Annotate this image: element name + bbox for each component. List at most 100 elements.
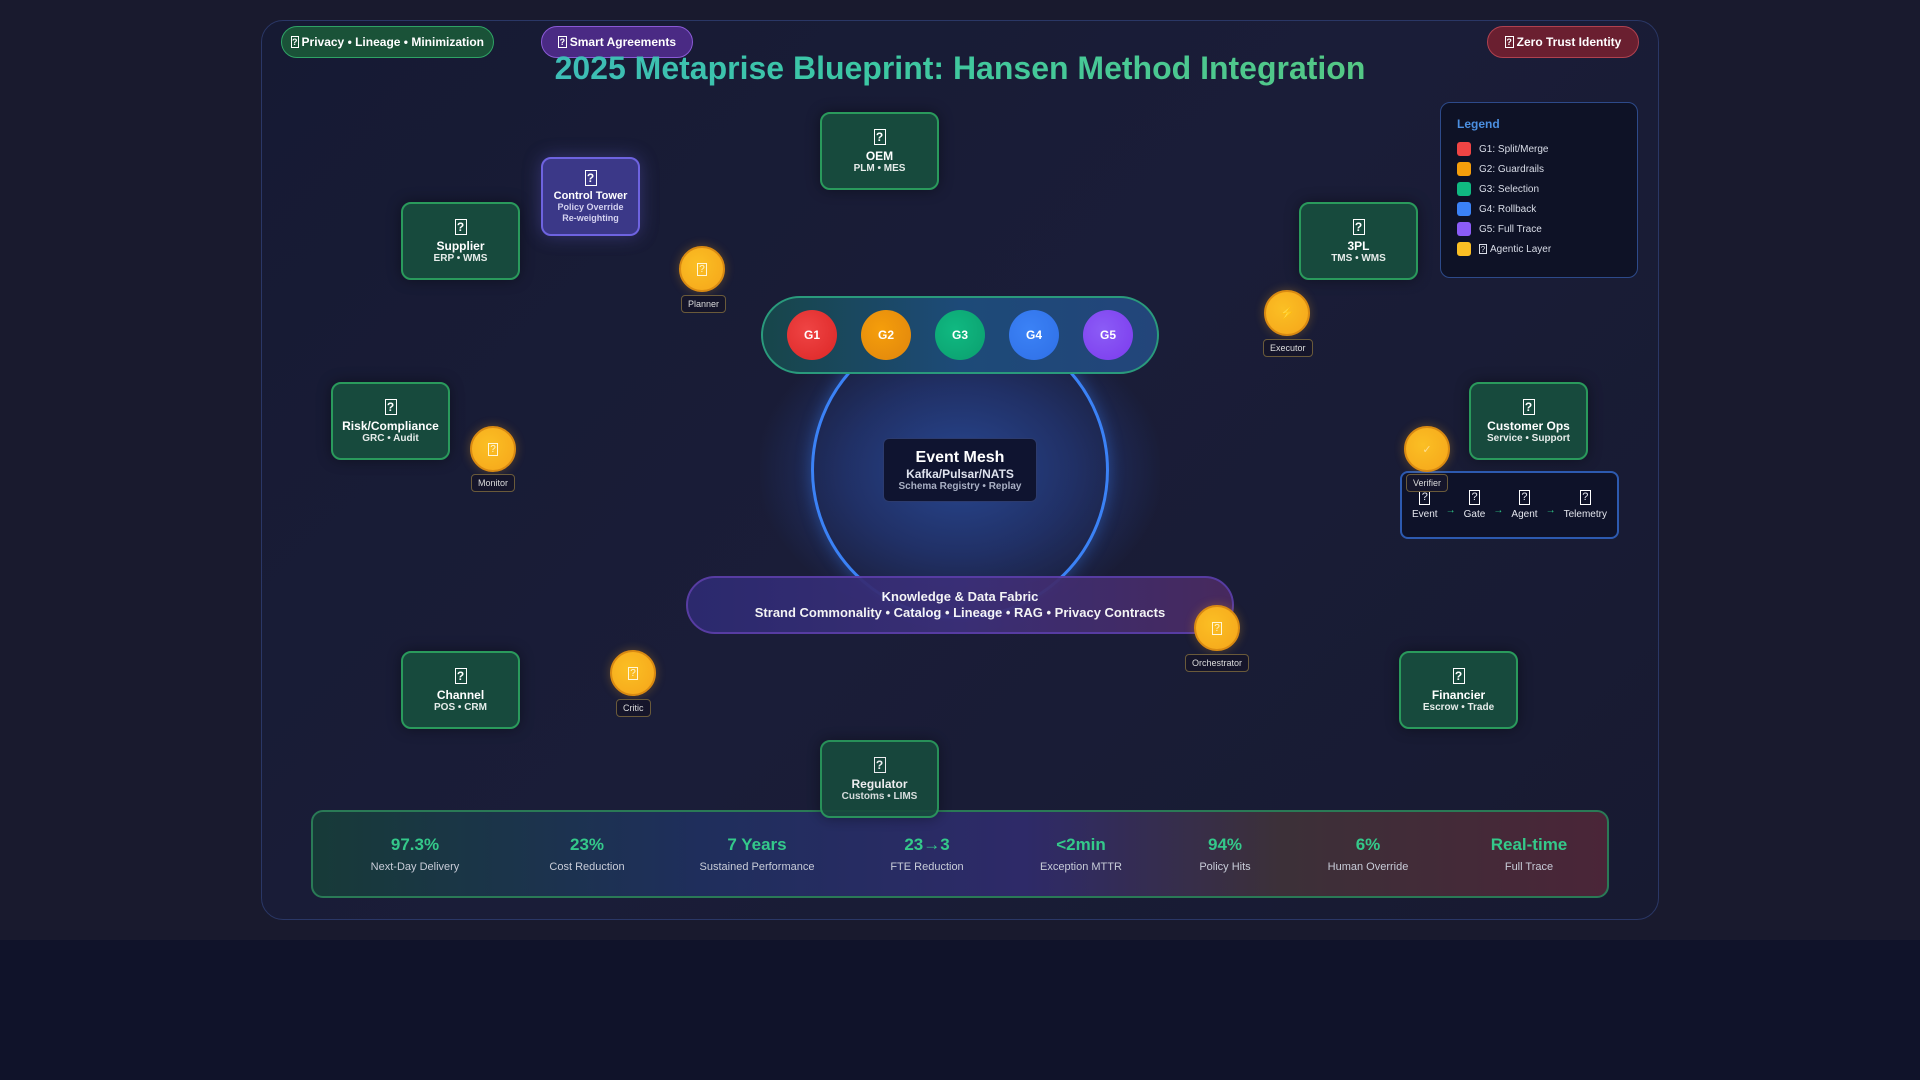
node-control-tower[interactable]: ? Control Tower Policy Override Re-weigh…: [541, 157, 640, 236]
node-title: Channel: [436, 687, 485, 702]
agent-planner[interactable]: ?: [679, 246, 725, 292]
agent-label-orchestrator: Orchestrator: [1185, 654, 1250, 672]
agent-orchestrator[interactable]: ?: [1194, 605, 1240, 651]
tower-icon: ?: [584, 169, 597, 186]
metric-value: 97.3%: [390, 835, 440, 854]
lightning-icon: ⚡: [1279, 306, 1295, 320]
flow-step-label: Gate: [1463, 509, 1486, 520]
robot-icon: ?: [1518, 490, 1530, 505]
metric-label: FTE Reduction: [890, 861, 964, 873]
metric-value: Real-time: [1490, 835, 1568, 854]
legend-item-agentic: ?Agentic Layer: [1457, 239, 1621, 259]
gate-label: G4: [1025, 328, 1042, 342]
smart-agreements-badge[interactable]: ? Smart Agreements: [541, 26, 693, 58]
legend: Legend G1: Split/Merge G2: Guardrails G3…: [1440, 102, 1638, 278]
legend-label: G3: Selection: [1479, 183, 1540, 195]
legend-label: G2: Guardrails: [1479, 163, 1545, 175]
metric-value: <2min: [1056, 835, 1106, 854]
privacy-badge[interactable]: ? Privacy • Lineage • Minimization: [281, 26, 494, 58]
node-title: Regulator: [851, 776, 908, 791]
chart-icon: ?: [1579, 490, 1591, 505]
arrow-right-icon: →: [1545, 504, 1556, 516]
shield-icon: ?: [291, 36, 299, 48]
agent-label-critic: Critic: [616, 699, 651, 717]
node-title: 3PL: [1347, 238, 1370, 253]
flow-step-telemetry: ?Telemetry: [1564, 490, 1607, 520]
legend-swatch: [1457, 242, 1471, 256]
gate-icon: ?: [1469, 490, 1480, 505]
agent-monitor[interactable]: ?: [470, 426, 516, 472]
metric: 6% Human Override: [1285, 835, 1451, 873]
metric: 97.3%Next-Day Delivery: [313, 835, 517, 873]
node-subtitle: Policy Override: [557, 201, 624, 212]
flow-step-event: ?Event: [1412, 490, 1438, 520]
planner-icon: ?: [697, 262, 707, 276]
legend-label: Agentic Layer: [1490, 243, 1552, 255]
agent-critic[interactable]: ?: [610, 650, 656, 696]
node-title: Customer Ops: [1487, 418, 1570, 433]
legend-title: Legend: [1457, 117, 1500, 131]
agent-verifier[interactable]: ✓: [1404, 426, 1450, 472]
metric-value: 23%: [569, 835, 605, 854]
metric: 94%Policy Hits: [1165, 835, 1285, 873]
lock-icon: ?: [1504, 36, 1514, 48]
critic-icon: ?: [628, 666, 638, 680]
knowledge-fabric[interactable]: Knowledge & Data Fabric Strand Commonali…: [686, 576, 1234, 634]
page-title-text: 2025 Metaprise Blueprint: Hansen Method …: [554, 50, 1366, 86]
gates-bar: G1 G2 G3 G4 G5: [761, 296, 1159, 374]
node-supplier[interactable]: ? Supplier ERP • WMS: [401, 202, 520, 280]
legend-swatch: [1457, 202, 1471, 216]
gate-g4[interactable]: G4: [1009, 310, 1059, 360]
gate-label: G1: [803, 328, 820, 342]
node-subtitle: Escrow • Trade: [1422, 701, 1495, 713]
legend-swatch: [1457, 162, 1471, 176]
truck-icon: ?: [1352, 218, 1365, 235]
node-title: Financier: [1431, 687, 1486, 702]
page-title: 2025 Metaprise Blueprint: Hansen Method …: [0, 50, 1920, 87]
agent-label-monitor: Monitor: [471, 474, 516, 492]
node-customer-ops[interactable]: ? Customer Ops Service • Support: [1469, 382, 1588, 460]
node-subtitle: Customs • LIMS: [841, 790, 918, 802]
gate-g1[interactable]: G1: [787, 310, 837, 360]
arrow-right-icon: →: [1493, 504, 1504, 516]
bank-icon: ?: [1452, 667, 1465, 684]
node-risk-compliance[interactable]: ? Risk/Compliance GRC • Audit: [331, 382, 450, 460]
gate-g2[interactable]: G2: [861, 310, 911, 360]
legend-swatch: [1457, 222, 1471, 236]
scale-icon: ?: [384, 398, 397, 415]
legend-swatch: [1457, 142, 1471, 156]
flow-step-label: Agent: [1511, 509, 1538, 520]
legend-label: G1: Split/Merge: [1479, 143, 1549, 155]
event-mesh-box[interactable]: Event Mesh Kafka/Pulsar/NATS Schema Regi…: [883, 438, 1037, 502]
node-subtitle: GRC • Audit: [362, 432, 419, 444]
zero-trust-badge[interactable]: ? Zero Trust Identity: [1487, 26, 1639, 58]
flow-step-agent: ? Agent: [1511, 490, 1538, 520]
gate-g5[interactable]: G5: [1083, 310, 1133, 360]
node-financier[interactable]: ? Financier Escrow • Trade: [1399, 651, 1518, 729]
gate-g3[interactable]: G3: [935, 310, 985, 360]
node-regulator[interactable]: ? Regulator Customs • LIMS: [820, 740, 939, 818]
node-title: Supplier: [436, 238, 485, 253]
metric-label: Full Trace: [1504, 861, 1554, 873]
agent-executor[interactable]: ⚡: [1264, 290, 1310, 336]
node-subtitle-2: Re-weighting: [562, 212, 619, 223]
legend-item-g2: G2: Guardrails: [1457, 159, 1621, 179]
legend-item-g5: G5: Full Trace: [1457, 219, 1621, 239]
arrow-right-icon: →: [1445, 504, 1456, 516]
node-3pl[interactable]: ? 3PL TMS • WMS: [1299, 202, 1418, 280]
event-icon: ?: [1419, 490, 1431, 505]
node-subtitle: Service • Support: [1487, 432, 1570, 444]
metric-value: 6%: [1355, 835, 1381, 854]
metric-label: Exception MTTR: [1040, 861, 1122, 873]
node-channel[interactable]: ? Channel POS • CRM: [401, 651, 520, 729]
supplier-icon: ?: [454, 218, 467, 235]
metric: 23%Cost Reduction: [517, 835, 657, 873]
node-title: OEM: [865, 148, 894, 163]
metric-value: 94%: [1207, 835, 1243, 854]
legend-swatch: [1457, 182, 1471, 196]
fabric-title: Knowledge & Data Fabric: [881, 589, 1039, 604]
metric-label: Human Override: [1327, 861, 1409, 873]
node-oem[interactable]: ? OEM PLM • MES: [820, 112, 939, 190]
